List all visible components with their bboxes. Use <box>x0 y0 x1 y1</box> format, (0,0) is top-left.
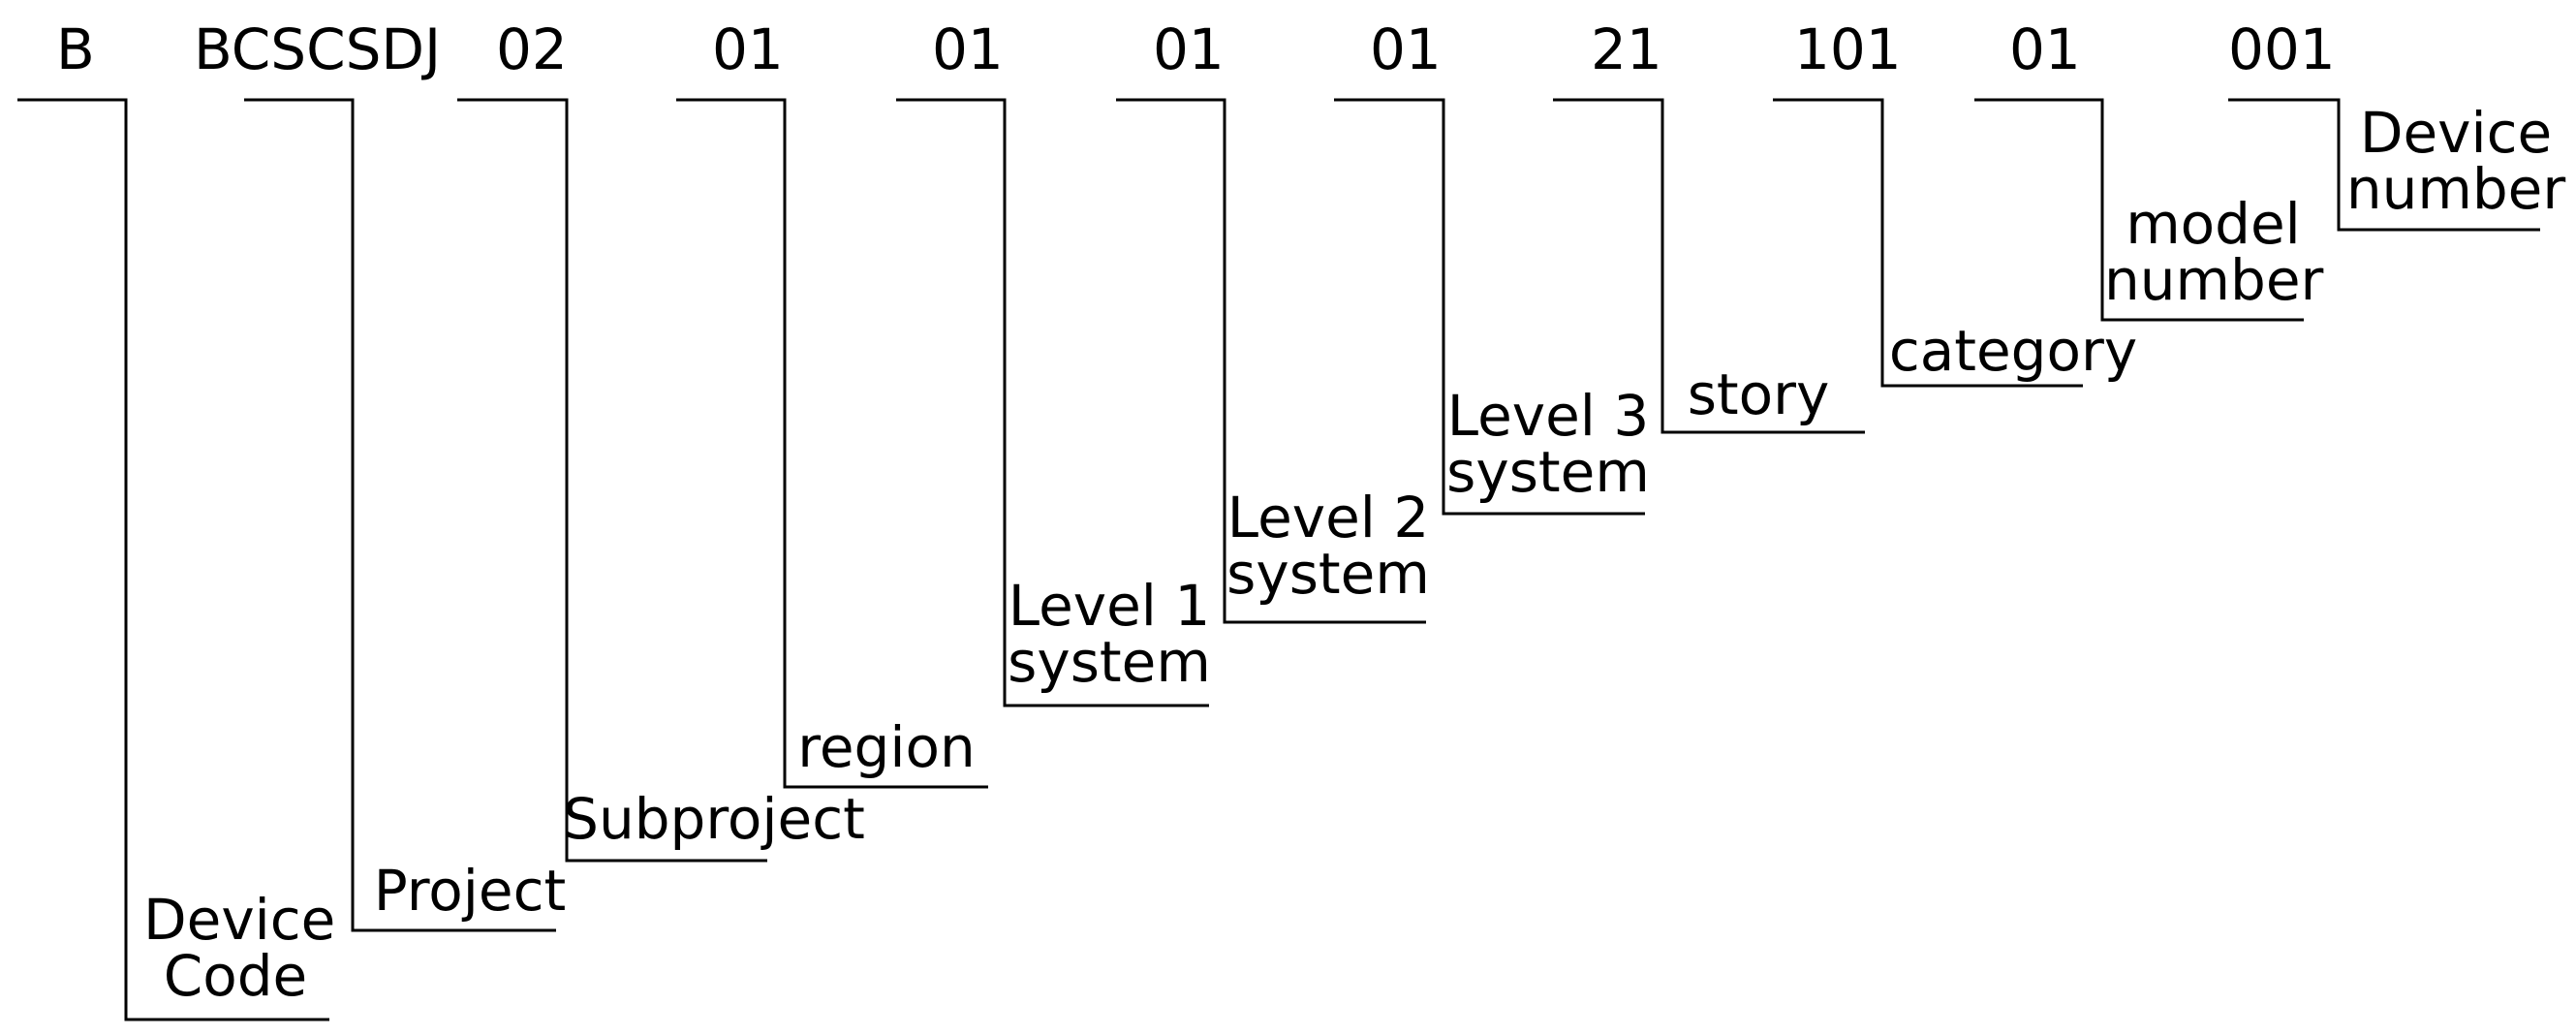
label-level3-system: Level 3 system <box>1446 388 1650 500</box>
label-subproject-line1: Subproject <box>563 786 865 852</box>
label-story-line1: story <box>1687 361 1830 427</box>
label-device-number-line1: Device <box>2359 100 2553 166</box>
label-project: Project <box>368 863 572 919</box>
connector-category <box>1773 98 2083 388</box>
connector-project <box>244 98 556 932</box>
label-level1-system: Level 1 system <box>1008 578 1211 690</box>
connector-story <box>1553 98 1865 434</box>
label-level3-system-line2: system <box>1446 439 1650 505</box>
connector-subproject <box>457 98 767 863</box>
connector-level3-system <box>1334 98 1645 516</box>
label-device-code-line1: Device <box>143 887 336 953</box>
code-region: 01 <box>712 16 784 82</box>
code-device-number: 001 <box>2228 16 2336 82</box>
code-model-number: 01 <box>2009 16 2081 82</box>
connector-region <box>676 98 988 789</box>
label-level2-system-line2: system <box>1226 541 1430 607</box>
label-level1-system-line2: system <box>1008 629 1211 695</box>
connector-device-code <box>17 98 329 1021</box>
label-level1-system-line1: Level 1 <box>1008 573 1211 639</box>
label-model-number-line1: model <box>2126 191 2301 257</box>
connector-level1-system <box>896 98 1209 707</box>
label-region-line1: region <box>797 714 976 780</box>
code-story: 21 <box>1591 16 1662 82</box>
label-model-number-line2: number <box>2104 247 2324 313</box>
code-level3-system: 01 <box>1370 16 1442 82</box>
code-subproject: 02 <box>496 16 568 82</box>
code-device-code: B <box>56 16 95 82</box>
code-level1-system: 01 <box>932 16 1004 82</box>
connector-device-number <box>2228 98 2540 232</box>
label-level3-system-line1: Level 3 <box>1446 383 1650 449</box>
connector-level2-system <box>1116 98 1426 624</box>
label-level2-system: Level 2 system <box>1226 489 1430 602</box>
label-device-number: Device number <box>2344 105 2567 217</box>
code-level2-system: 01 <box>1153 16 1225 82</box>
label-device-code: Device Code <box>143 887 336 1009</box>
label-project-line1: Project <box>373 858 567 924</box>
label-story: story <box>1666 366 1850 423</box>
label-device-code-line2: Code <box>163 943 308 1009</box>
code-project: BCSCSDJ <box>194 16 442 82</box>
label-category: category <box>1878 323 2149 379</box>
label-level2-system-line1: Level 2 <box>1226 485 1430 550</box>
connector-model-number <box>1974 98 2304 322</box>
code-category: 101 <box>1794 16 1902 82</box>
label-model-number: model number <box>2104 191 2324 313</box>
label-subproject: Subproject <box>554 791 874 847</box>
label-device-number-line2: number <box>2345 156 2566 222</box>
label-region: region <box>790 719 983 775</box>
label-category-line1: category <box>1888 318 2138 384</box>
